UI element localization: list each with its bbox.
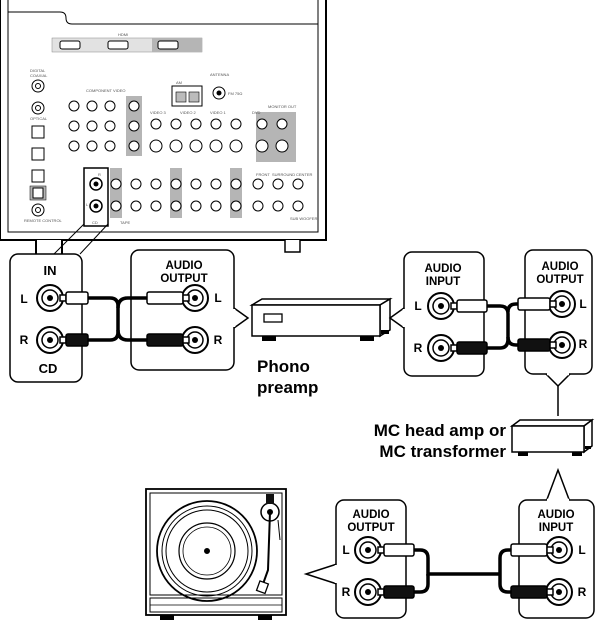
jack-icon <box>427 292 455 362</box>
optical-label: OPTICAL <box>30 116 48 121</box>
phono-output-left: L <box>214 291 221 305</box>
center-label: CENTER <box>296 172 313 177</box>
tonearm <box>255 494 281 595</box>
cd-right-label: R <box>20 333 29 347</box>
phono-output-title2: OUTPUT <box>160 273 207 285</box>
preamp-output-right: R <box>579 337 588 351</box>
preamp-output-left: L <box>579 297 586 311</box>
mc-input-box: AUDIO INPUT L R <box>510 467 595 619</box>
turntable-device <box>145 488 287 620</box>
component-label: COMPONENT VIDEO <box>86 88 126 93</box>
phono-preamp-label2: preamp <box>257 378 318 397</box>
front-label: FRONT <box>256 172 270 177</box>
jack-icon <box>548 290 576 359</box>
subwoofer-label: SUB WOOFER <box>290 216 317 221</box>
cd-left-label: L <box>20 292 27 306</box>
preamp-input-left: L <box>414 299 421 313</box>
turntable-output-title1: AUDIO <box>352 509 389 521</box>
turntable-output-right: R <box>342 585 351 599</box>
fm-label: FM 75Ω <box>228 91 242 96</box>
phono-preamp-device: Phono preamp <box>249 297 393 397</box>
mc-input-title1: AUDIO <box>537 509 574 521</box>
digital-inputs: DIGITAL COAXIAL OPTICAL REMOTE CONTROL <box>24 68 63 223</box>
cd-in-label: IN <box>44 263 57 278</box>
video3-label: VIDEO 3 <box>150 110 167 115</box>
audio-inputs: R L CD TAPE FRONT SURROUND CENTER SUB WO… <box>83 167 317 227</box>
preamp-output-box: AUDIO OUTPUT L R <box>517 249 593 416</box>
rca-plug-icon <box>517 297 557 352</box>
video2-label: VIDEO 2 <box>180 110 197 115</box>
cables-turntable <box>414 548 511 594</box>
video1-label: VIDEO 1 <box>210 110 227 115</box>
mc-input-right: R <box>578 585 587 599</box>
mc-head-amp-device: MC head amp or MC transformer <box>374 418 595 461</box>
cd-l-label: L <box>86 202 89 207</box>
jack-icon <box>181 284 209 354</box>
mc-input-title2: INPUT <box>539 522 574 534</box>
turntable-output-title2: OUTPUT <box>347 522 394 534</box>
jack-icon <box>545 536 573 606</box>
turntable-output-left: L <box>342 543 349 557</box>
rca-plug-icon <box>510 543 554 599</box>
dvd-label: DVD <box>252 110 261 115</box>
receiver-rear-panel: HDMI ANTENNA FM 75Ω AM DIGITAL COAXIAL O… <box>0 0 327 259</box>
cd-r-label: R <box>98 172 101 177</box>
component-video-inputs: COMPONENT VIDEO <box>68 88 142 156</box>
preamp-output-title2: OUTPUT <box>536 274 583 286</box>
coaxial-label: COAXIAL <box>30 73 48 78</box>
cd-zoom-callout <box>53 223 109 255</box>
am-label: AM <box>176 80 182 85</box>
preamp-input-title1: AUDIO <box>424 263 461 275</box>
surround-label: SURROUND <box>272 172 295 177</box>
preamp-input-right: R <box>414 341 423 355</box>
rca-plug-icon <box>377 543 415 599</box>
video-inputs: VIDEO 3 VIDEO 2 VIDEO 1 DVD MONITOR OUT <box>149 104 297 162</box>
digital-label: DIGITAL <box>30 68 46 73</box>
turntable-platter <box>156 500 258 602</box>
preamp-input-title2: INPUT <box>426 276 461 288</box>
tape-label: TAPE <box>120 220 130 225</box>
monitor-label: MONITOR OUT <box>268 104 297 109</box>
remote-label: REMOTE CONTROL <box>24 218 63 223</box>
cables-cd <box>88 296 147 342</box>
cd-bottom-label: CD <box>92 220 98 225</box>
phono-preamp-label1: Phono <box>257 357 310 376</box>
cables-preamp <box>487 302 518 350</box>
antenna-label: ANTENNA <box>210 72 229 77</box>
hdmi-label: HDMI <box>118 32 128 37</box>
mc-label2: MC transformer <box>379 442 506 461</box>
hdmi-ports: HDMI <box>51 32 203 53</box>
antenna-terminals: ANTENNA FM 75Ω AM <box>171 72 242 107</box>
phono-output-title1: AUDIO <box>165 260 202 272</box>
preamp-input-box: AUDIO INPUT L R <box>388 251 488 377</box>
cd-input-box: IN L R CD <box>9 253 89 383</box>
cd-bottom-label-zoom: CD <box>39 361 58 376</box>
phono-output-box: AUDIO OUTPUT L R <box>130 249 250 371</box>
mc-label1: MC head amp or <box>374 421 507 440</box>
turntable-output-box: AUDIO OUTPUT L R <box>303 499 415 619</box>
preamp-output-title1: AUDIO <box>541 261 578 273</box>
phono-output-right: R <box>214 333 223 347</box>
mc-input-left: L <box>578 543 585 557</box>
rca-plug-icon <box>59 291 89 347</box>
